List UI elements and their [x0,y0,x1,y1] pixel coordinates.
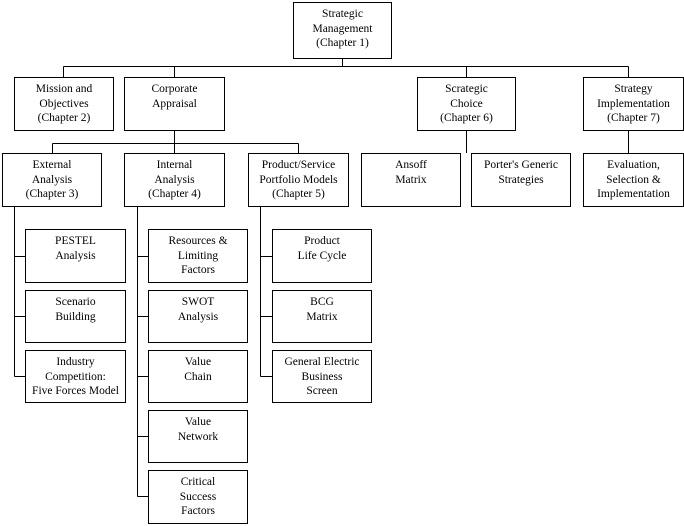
connector-external [14,207,25,377]
node-strategic-choice: Scrategic Choice (Chapter 6) [417,77,516,131]
node-label: Value Network [177,416,219,443]
node-label: Mission and Objectives (Chapter 2) [35,83,93,124]
node-porters-generic-strategies: Porter's Generic Strategies [471,153,571,207]
node-label: Product/Service Portfolio Models (Chapte… [259,159,338,200]
node-external-analysis: External Analysis (Chapter 3) [2,153,102,207]
node-evaluation-selection: Evaluation, Selection & Implementation [583,153,684,207]
node-critical-success-factors: Critical Success Factors [148,470,248,524]
node-internal-analysis: Internal Analysis (Chapter 4) [124,153,225,207]
node-scenario-building: Scenario Building [25,290,126,343]
node-industry-competition: Industry Competition: Five Forces Model [25,350,126,403]
node-ansoff-matrix: Ansoff Matrix [361,153,461,207]
node-corporate-appraisal: Corporate Appraisal [124,77,225,131]
node-resources-limiting-factors: Resources & Limiting Factors [148,229,248,283]
node-pestel-analysis: PESTEL Analysis [25,229,126,283]
node-label: External Analysis (Chapter 3) [25,159,79,200]
node-label: SWOT Analysis [177,296,219,323]
node-label: PESTEL Analysis [55,235,96,262]
node-ge-business-screen: General Electric Business Screen [272,350,372,403]
node-value-chain: Value Chain [148,350,248,403]
node-label: Industry Competition: Five Forces Model [32,356,119,397]
connector-root [63,59,629,77]
connector-internal [137,207,148,497]
node-label: Resources & Limiting Factors [168,235,228,276]
node-mission-objectives: Mission and Objectives (Chapter 2) [14,77,114,131]
node-strategy-implementation: Strategy Implementation (Chapter 7) [583,77,684,131]
node-label: BCG Matrix [306,296,338,323]
connector-portfolio [260,207,272,377]
node-label: Scrategic Choice (Chapter 6) [440,83,493,124]
node-label: Product Life Cycle [297,235,347,262]
node-swot-analysis: SWOT Analysis [148,290,248,343]
node-product-life-cycle: Product Life Cycle [272,229,372,283]
node-bcg-matrix: BCG Matrix [272,290,372,343]
node-label: Evaluation, Selection & Implementation [597,159,670,200]
node-label: Ansoff Matrix [395,159,427,186]
node-label: Corporate Appraisal [151,83,198,110]
node-label: Internal Analysis (Chapter 4) [148,159,201,200]
node-label: Critical Success Factors [179,476,217,517]
node-label: Value Chain [184,356,212,383]
node-label: Porter's Generic Strategies [484,159,558,186]
node-label: Scenario Building [55,296,96,323]
node-label: Strategy Implementation (Chapter 7) [597,83,670,124]
node-value-network: Value Network [148,410,248,463]
node-label: Strategic Management (Chapter 1) [312,8,373,49]
node-strategic-management: Strategic Management (Chapter 1) [293,2,392,59]
connector-appraisal [52,131,299,153]
node-label: General Electric Business Screen [284,356,360,397]
node-portfolio-models: Product/Service Portfolio Models (Chapte… [248,153,349,207]
